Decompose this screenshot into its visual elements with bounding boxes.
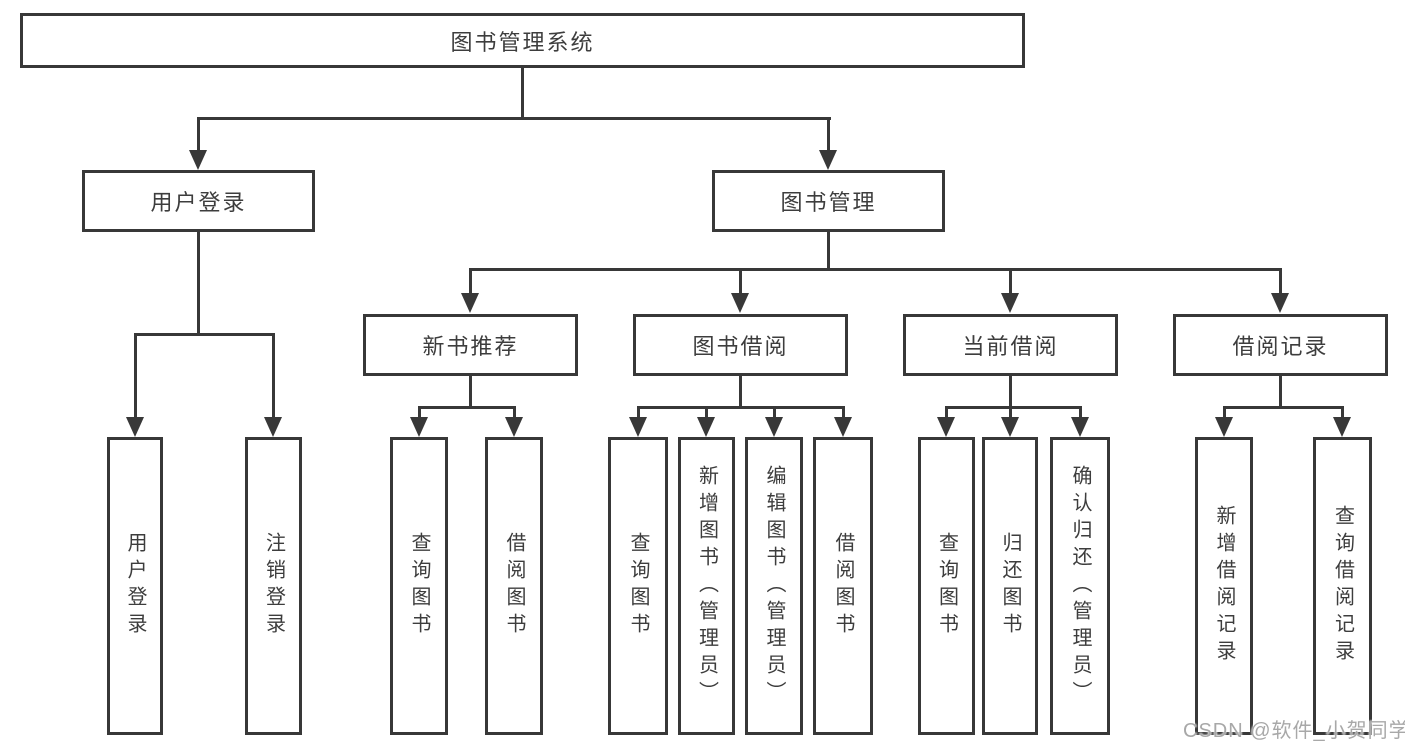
arrow-down-icon <box>126 417 144 437</box>
connector-line <box>945 406 1082 409</box>
arrow-down-icon <box>765 417 783 437</box>
connector-line <box>827 117 830 152</box>
connector-line <box>637 406 640 419</box>
leaf-query-books-current: 查询图书 <box>918 437 975 735</box>
connector-line <box>739 376 742 409</box>
node-book-management-label: 图书管理 <box>780 190 877 215</box>
node-book-borrowing-label: 图书借阅 <box>692 334 789 359</box>
leaf-add-borrow-record-label: 新增借阅记录 <box>1213 505 1235 667</box>
leaf-return-books: 归还图书 <box>982 437 1038 735</box>
connector-line <box>513 406 516 419</box>
connector-line <box>637 406 845 409</box>
connector-line <box>134 333 137 419</box>
leaf-borrow-books-recommend: 借阅图书 <box>485 437 543 735</box>
leaf-query-books-borrow-label: 查询图书 <box>627 532 649 640</box>
node-borrowing-records: 借阅记录 <box>1173 314 1388 376</box>
connector-line <box>1009 376 1012 409</box>
leaf-query-borrow-record: 查询借阅记录 <box>1313 437 1372 735</box>
connector-line <box>469 268 1282 271</box>
connector-line <box>1279 376 1282 409</box>
leaf-user-login: 用户登录 <box>107 437 163 735</box>
arrow-down-icon <box>1271 293 1289 313</box>
arrow-down-icon <box>189 150 207 170</box>
watermark: CSDN @软件_小贺同学 <box>1183 720 1405 742</box>
node-current-borrowing-label: 当前借阅 <box>962 334 1059 359</box>
node-root: 图书管理系统 <box>20 13 1025 68</box>
node-new-book-recommendation: 新书推荐 <box>363 314 578 376</box>
leaf-edit-book-admin-label: 编辑图书（管理员） <box>763 464 785 708</box>
connector-line <box>197 117 831 120</box>
arrow-down-icon <box>834 417 852 437</box>
arrow-down-icon <box>1333 417 1351 437</box>
leaf-confirm-return-admin-label: 确认归还（管理员） <box>1069 464 1091 708</box>
leaf-confirm-return-admin: 确认归还（管理员） <box>1050 437 1110 735</box>
leaf-query-borrow-record-label: 查询借阅记录 <box>1331 505 1354 667</box>
connector-line <box>418 406 516 409</box>
arrow-down-icon <box>410 417 428 437</box>
arrow-down-icon <box>697 417 715 437</box>
arrow-down-icon <box>461 293 479 313</box>
arrow-down-icon <box>937 417 955 437</box>
connector-line <box>134 333 275 336</box>
connector-line <box>739 268 742 295</box>
node-user-login: 用户登录 <box>82 170 315 232</box>
connector-line <box>197 117 200 152</box>
leaf-query-books-recommend: 查询图书 <box>390 437 448 735</box>
arrow-down-icon <box>264 417 282 437</box>
connector-line <box>945 406 948 419</box>
leaf-add-borrow-record: 新增借阅记录 <box>1195 437 1253 735</box>
connector-line <box>418 406 421 419</box>
leaf-edit-book-admin: 编辑图书（管理员） <box>745 437 803 735</box>
leaf-add-book-admin: 新增图书（管理员） <box>678 437 735 735</box>
connector-line <box>1223 406 1344 409</box>
arrow-down-icon <box>1001 293 1019 313</box>
connector-line <box>773 406 776 419</box>
arrow-down-icon <box>819 150 837 170</box>
arrow-down-icon <box>505 417 523 437</box>
leaf-return-books-label: 归还图书 <box>999 532 1021 640</box>
connector-line <box>272 333 275 419</box>
arrow-down-icon <box>731 293 749 313</box>
leaf-add-book-admin-label: 新增图书（管理员） <box>695 464 718 708</box>
connector-line <box>469 268 472 295</box>
connector-line <box>1223 406 1226 419</box>
arrow-down-icon <box>1215 417 1233 437</box>
node-new-book-recommendation-label: 新书推荐 <box>422 334 519 359</box>
connector-line <box>1279 268 1282 295</box>
leaf-query-books-borrow: 查询图书 <box>608 437 668 735</box>
connector-line <box>469 376 472 409</box>
node-book-management: 图书管理 <box>712 170 945 232</box>
leaf-borrow-books: 借阅图书 <box>813 437 873 735</box>
leaf-query-books-recommend-label: 查询图书 <box>408 532 430 640</box>
leaf-logout-label: 注销登录 <box>262 532 285 640</box>
leaf-logout: 注销登录 <box>245 437 302 735</box>
connector-line <box>705 406 708 419</box>
connector-line <box>1009 406 1012 419</box>
connector-line <box>521 68 524 120</box>
arrow-down-icon <box>629 417 647 437</box>
connector-line <box>197 232 200 336</box>
node-borrowing-records-label: 借阅记录 <box>1232 334 1329 359</box>
leaf-query-books-current-label: 查询图书 <box>935 532 958 640</box>
connector-line <box>827 232 830 271</box>
node-user-login-label: 用户登录 <box>150 190 247 215</box>
connector-line <box>1009 268 1012 295</box>
connector-line <box>1079 406 1082 419</box>
connector-line <box>842 406 845 419</box>
connector-line <box>1341 406 1344 419</box>
node-root-label: 图书管理系统 <box>450 29 595 55</box>
leaf-borrow-books-label: 借阅图书 <box>832 532 854 640</box>
arrow-down-icon <box>1071 417 1089 437</box>
leaf-user-login-label: 用户登录 <box>124 532 146 640</box>
node-book-borrowing: 图书借阅 <box>633 314 848 376</box>
node-current-borrowing: 当前借阅 <box>903 314 1118 376</box>
leaf-borrow-books-recommend-label: 借阅图书 <box>503 532 525 640</box>
arrow-down-icon <box>1001 417 1019 437</box>
